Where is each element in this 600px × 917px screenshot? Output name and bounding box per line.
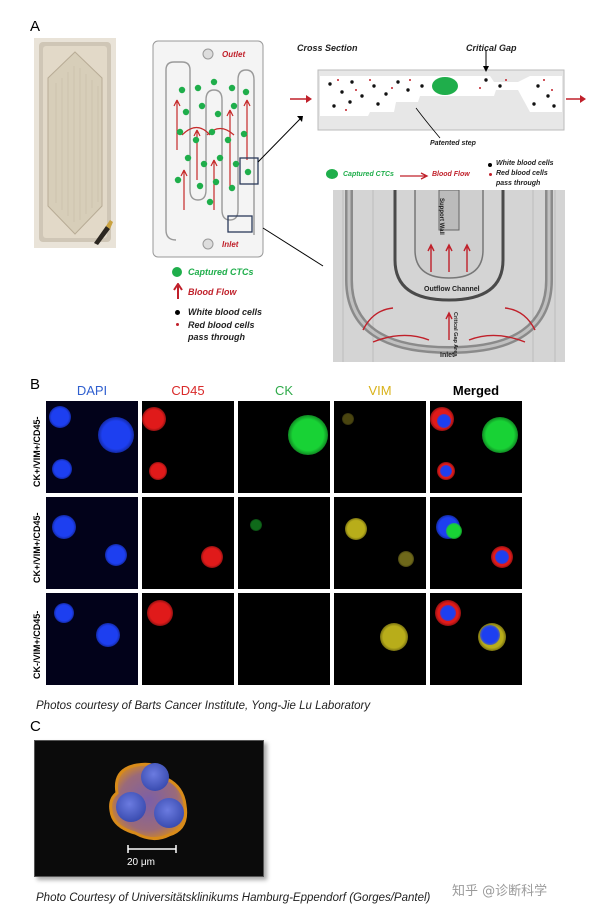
- callout-connector-lines: [257, 116, 324, 267]
- panel-b-caption: Photos courtesy of Barts Cancer Institut…: [36, 700, 371, 712]
- row-label-2: CK+/VIM+/CD45-: [32, 512, 42, 583]
- captured-ctc-marker-right: [326, 169, 338, 179]
- legend-left: Captured CTCs Blood Flow White blood cel…: [170, 265, 300, 360]
- cross-section-label: Cross Section: [297, 43, 358, 53]
- legend-left-rbc2: pass through: [188, 332, 246, 342]
- legend-left-blood-flow: Blood Flow: [188, 287, 237, 297]
- stained-cell: [52, 459, 72, 479]
- blood-flow-right-arrow-icon: [400, 172, 429, 180]
- panel-label-b: B: [30, 376, 41, 393]
- legend-right-blood-flow: Blood Flow: [432, 171, 470, 178]
- stained-cell: [98, 417, 134, 453]
- scale-bar-label: 20 μm: [127, 857, 155, 868]
- wbc-marker-right: [488, 163, 492, 167]
- row-label-3: CK-/VIM+/CD45-: [32, 610, 42, 679]
- micrograph-dapi-row3: [46, 593, 138, 685]
- panel-label-c: C: [30, 718, 41, 735]
- legend-left-captured: Captured CTCs: [188, 267, 254, 277]
- patented-step-label: Patented step: [430, 140, 476, 147]
- micrograph-cd45-row1: [142, 401, 234, 493]
- channel-header-cd45: CD45: [171, 383, 205, 398]
- stained-cell: [342, 413, 354, 425]
- cell-micrograph: 20 μm: [34, 740, 264, 877]
- micrograph-cd45-row2: [142, 497, 234, 589]
- channel-header-dapi: DAPI: [76, 383, 108, 398]
- critical-gap-label: Critical Gap: [466, 43, 517, 53]
- stained-cell: [147, 600, 173, 626]
- legend-right-captured: Captured CTCs: [343, 171, 394, 178]
- device-photo: [34, 38, 116, 248]
- inlet-label: Inlet: [222, 240, 239, 249]
- stained-cell: [437, 414, 451, 428]
- channel-header-merged: Merged: [452, 383, 500, 398]
- stained-cell: [288, 415, 328, 455]
- micrograph-dapi-row2: [46, 497, 138, 589]
- stained-cell: [96, 623, 120, 647]
- stained-cell: [495, 550, 509, 564]
- outlet-label: Outlet: [222, 50, 246, 59]
- stained-cell: [345, 518, 367, 540]
- stained-cell: [440, 605, 456, 621]
- channel-header-vim: VIM: [368, 383, 392, 398]
- wbc-marker: [175, 310, 180, 315]
- legend-left-rbc1: Red blood cells: [188, 320, 255, 330]
- blood-flow-arrow-icon: [173, 283, 183, 299]
- captured-ctc-marker: [172, 267, 182, 277]
- micrograph-ck-row3: [238, 593, 330, 685]
- panel-c-caption: Photo Courtesy of Universitätsklinikums …: [36, 892, 431, 904]
- stained-cell: [440, 465, 452, 477]
- cross-section-drawing: [290, 48, 586, 139]
- chip-schematic: [152, 40, 264, 258]
- micrograph-inlet: [333, 190, 565, 362]
- micrograph-vim-row2: [334, 497, 426, 589]
- stained-cell: [480, 625, 500, 645]
- micrograph-drawing: [333, 190, 565, 362]
- micrograph-vim-row1: [334, 401, 426, 493]
- critical-gap-area-label: Critical Gap Area: [452, 312, 458, 357]
- cross-section-diagram: [290, 48, 590, 150]
- rbc-marker: [176, 323, 179, 326]
- legend-left-wbc: White blood cells: [188, 307, 263, 317]
- stained-cell: [201, 546, 223, 568]
- stained-cell: [105, 544, 127, 566]
- device-photo-drawing: [34, 38, 116, 248]
- stained-cell: [250, 519, 262, 531]
- legend-right-rbc2: pass through: [496, 180, 541, 187]
- outflow-channel-label: Outflow Channel: [424, 286, 480, 293]
- cell-cluster-drawing: [109, 762, 188, 853]
- support-wall-label: Support Wall: [438, 198, 444, 235]
- stained-cell: [482, 417, 518, 453]
- micrograph-dapi-row1: [46, 401, 138, 493]
- micrograph-vim-row3: [334, 593, 426, 685]
- chip-schematic-drawing: [152, 40, 264, 258]
- micrograph-ck-row2: [238, 497, 330, 589]
- legend-right-wbc: White blood cells: [496, 160, 554, 167]
- channel-header-ck: CK: [274, 383, 294, 398]
- stained-cell: [149, 462, 167, 480]
- micrograph-merged-row1: [430, 401, 522, 493]
- stained-cell: [446, 523, 462, 539]
- micrograph-ck-row1: [238, 401, 330, 493]
- stained-cell: [52, 515, 76, 539]
- stained-cell: [54, 603, 74, 623]
- stained-cell: [142, 407, 166, 431]
- micrograph-merged-row2: [430, 497, 522, 589]
- micrograph-cd45-row3: [142, 593, 234, 685]
- rbc-marker-right: [489, 173, 492, 176]
- row-label-1: CK+/VIM+/CD45-: [32, 416, 42, 487]
- watermark: 知乎 @诊断科学: [452, 884, 548, 899]
- stained-cell: [380, 623, 408, 651]
- micrograph-merged-row3: [430, 593, 522, 685]
- micro-inlet-label: Inlet: [440, 352, 455, 359]
- panel-label-a: A: [30, 18, 41, 35]
- stained-cell: [49, 406, 71, 428]
- legend-right-rbc1: Red blood cells: [496, 170, 548, 177]
- stained-cell: [398, 551, 414, 567]
